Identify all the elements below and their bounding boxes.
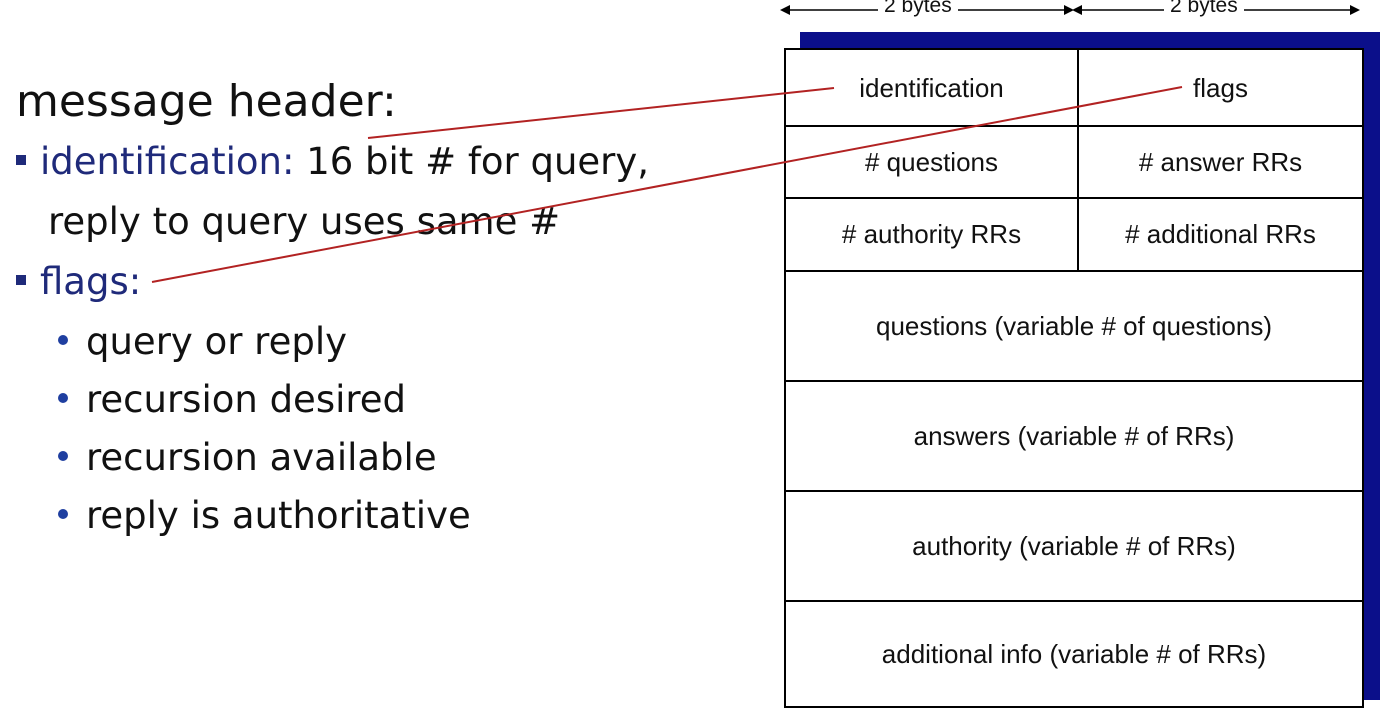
answers-section: answers (variable # of RRs): [913, 420, 1235, 451]
authority-rrs-count-field: # authority RRs: [841, 219, 1022, 249]
square-bullet-icon: [16, 154, 26, 165]
right-byte-label: 2 bytes: [1164, 0, 1244, 18]
dot-bullet-icon: [58, 508, 68, 519]
identification-field: identification: [859, 72, 1004, 103]
left-byte-label: 2 bytes: [878, 0, 958, 18]
identification-description-continued: reply to query uses same #: [48, 200, 561, 243]
dot-bullet-icon: [58, 334, 68, 345]
flag-item: query or reply: [58, 318, 347, 366]
flags-term: flags:: [40, 260, 142, 303]
flag-item-label: recursion available: [86, 436, 437, 479]
byte-ruler: 2 bytes 2 bytes: [780, 0, 1360, 20]
questions-count-field: # questions: [865, 146, 998, 177]
dot-bullet-icon: [58, 392, 68, 403]
answer-rrs-count-field: # answer RRs: [1138, 146, 1303, 177]
additional-rrs-count-field: # additional RRs: [1125, 219, 1316, 249]
flag-item: reply is authoritative: [58, 492, 471, 540]
additional-info-section: additional info (variable # of RRs): [881, 638, 1267, 669]
bullet-identification: identification: 16 bit # for query,: [16, 138, 649, 186]
identification-term: identification:: [40, 140, 295, 183]
bullet-flags: flags:: [16, 258, 141, 306]
ruler-arrows-icon: [780, 5, 1360, 15]
dot-bullet-icon: [58, 450, 68, 461]
flag-item-label: reply is authoritative: [86, 494, 471, 537]
message-header-heading: message header:: [16, 76, 397, 127]
flag-item: recursion desired: [58, 376, 406, 424]
questions-section: questions (variable # of questions): [875, 310, 1272, 341]
flag-item-label: query or reply: [86, 320, 348, 363]
authority-section: authority (variable # of RRs): [912, 530, 1236, 561]
dns-header-table: identification flags # questions # answe…: [784, 48, 1364, 708]
flag-item: recursion available: [58, 434, 437, 482]
identification-connector-line: [367, 87, 835, 139]
flags-field: flags: [1193, 72, 1248, 103]
flag-item-label: recursion desired: [86, 378, 407, 421]
square-bullet-icon: [16, 274, 26, 285]
identification-description: 16 bit # for query,: [294, 140, 650, 183]
